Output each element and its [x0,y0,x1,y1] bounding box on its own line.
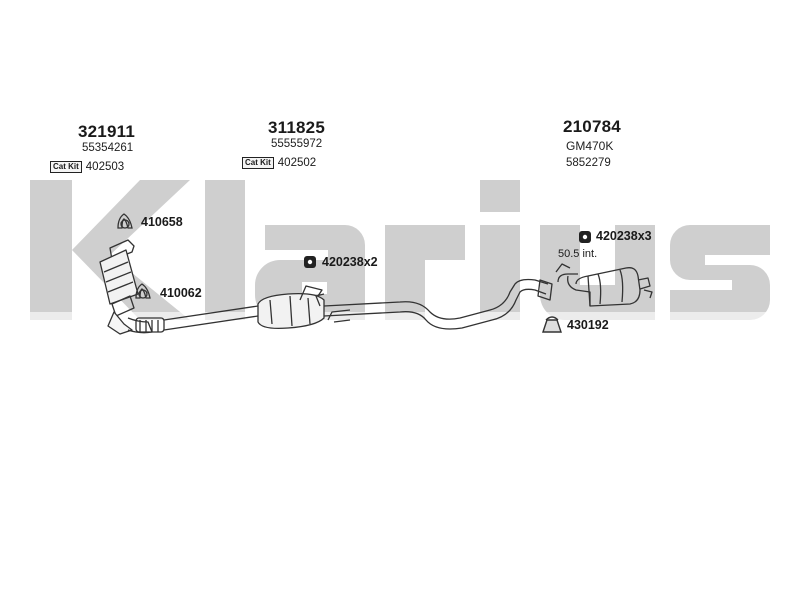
catkit-badge: Cat Kit [50,161,82,173]
front-flex-pipe [107,311,165,335]
front-catkit-number: 402503 [85,161,125,173]
gasket-icon [117,213,133,229]
rubber-mount-mid-label: 420238x2 [322,255,378,269]
rubber-mount-icon [579,231,591,243]
rear-part-code: GM470K [566,139,614,153]
middle-part-number: 311825 [268,118,325,137]
middle-catkit: Cat Kit 402502 [242,157,316,169]
middle-catkit-number: 402502 [277,157,317,169]
rubber-mount-rear-label: 420238x3 [596,229,652,243]
front-catkit: Cat Kit 402503 [50,161,124,173]
rear-oe-number: 5852279 [566,157,611,169]
gasket-icon [135,283,151,299]
clamp-icon [542,316,562,333]
clamp-label: 430192 [567,318,609,332]
gasket-top-label: 410658 [141,215,183,229]
middle-catalytic-converter [257,285,325,330]
front-catalytic-converter [99,239,139,317]
rear-silencer [555,263,653,307]
rubber-mount-icon [304,256,316,268]
rear-part-number: 210784 [563,117,621,136]
klarius-watermark [30,180,770,320]
front-oe-number: 55354261 [82,142,134,154]
middle-oe-number: 55555972 [271,138,323,150]
catkit-badge: Cat Kit [242,157,274,169]
gasket-bottom-label: 410062 [160,286,202,300]
front-part-number: 321911 [78,122,135,141]
joint-note: 50.5 int. [558,248,598,260]
